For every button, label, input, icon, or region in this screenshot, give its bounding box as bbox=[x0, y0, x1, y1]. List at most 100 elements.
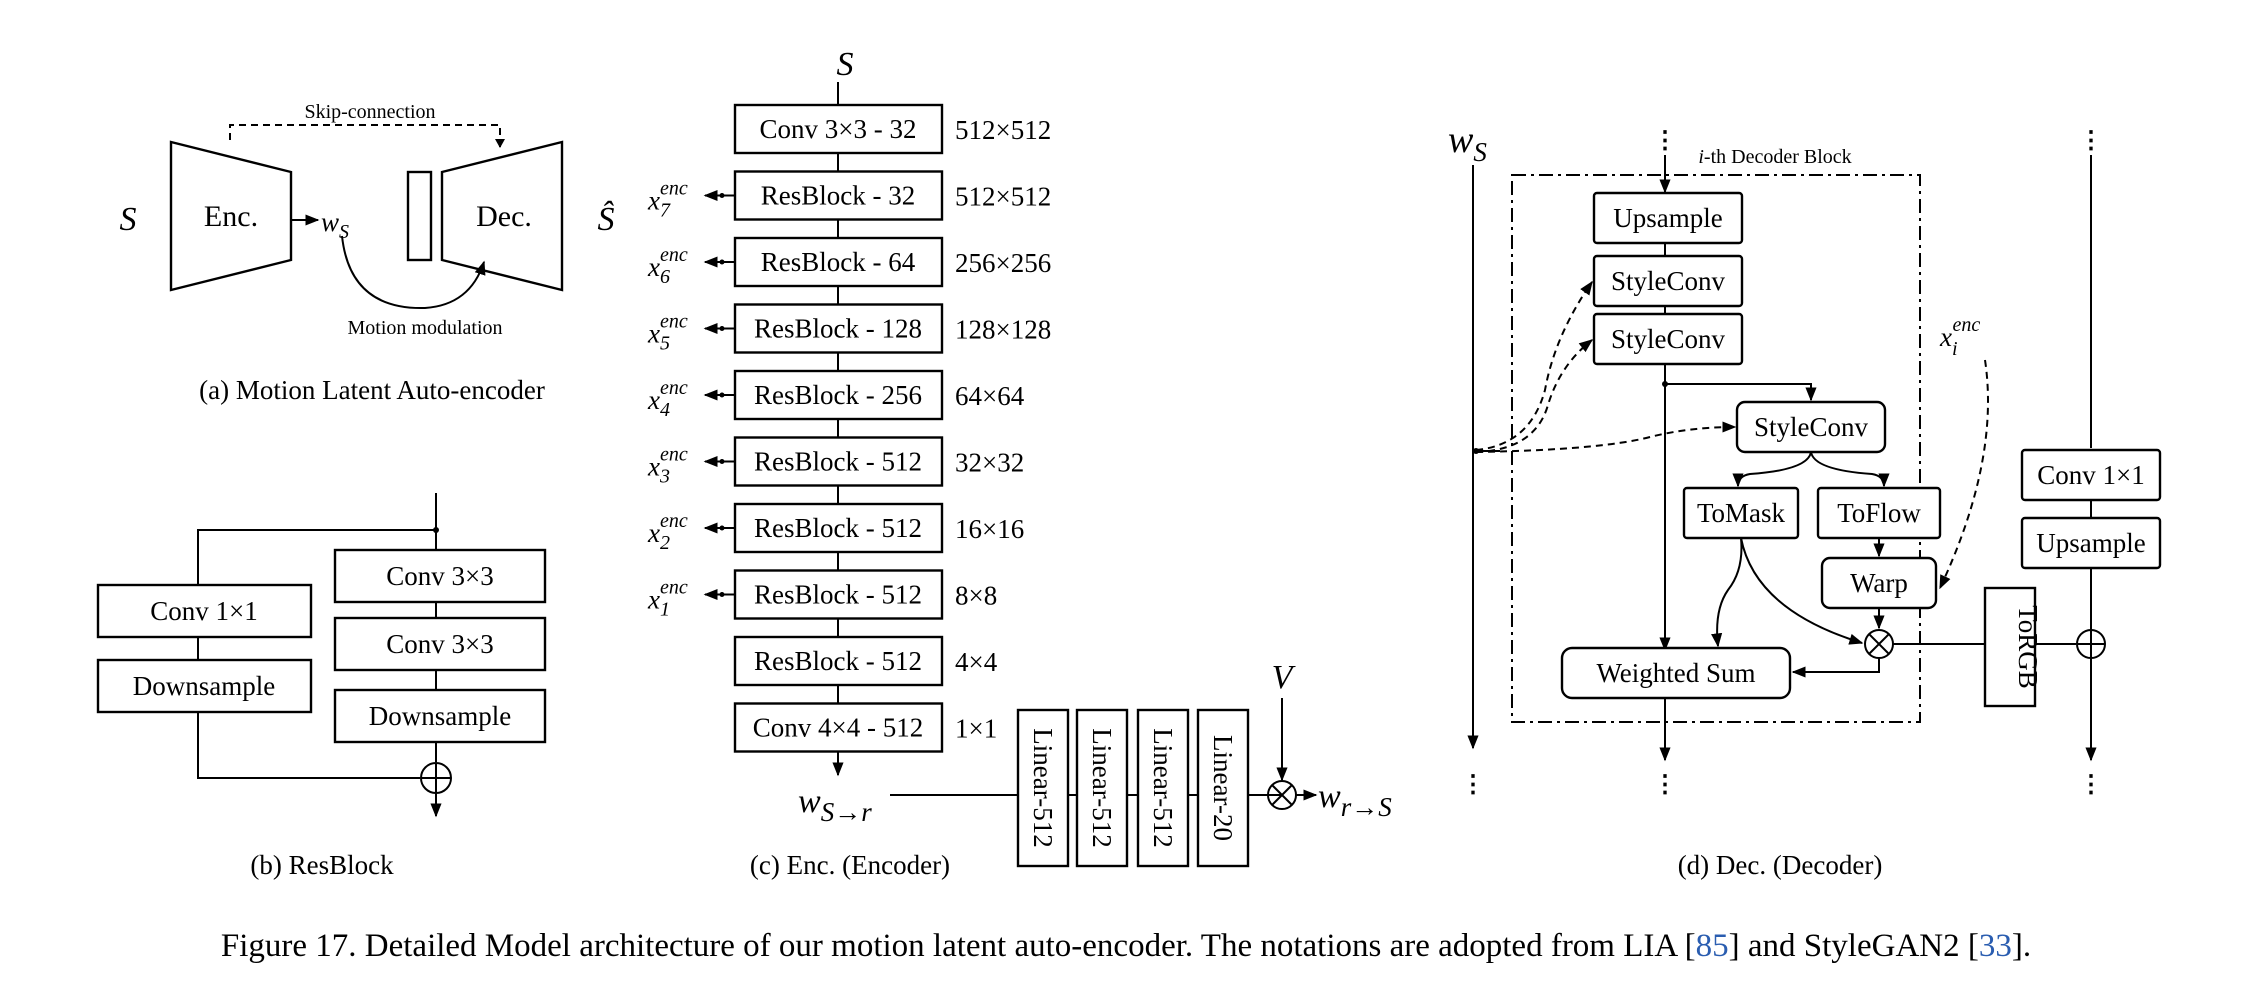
linear-layer-label: Linear-512 bbox=[1087, 728, 1117, 847]
linear-layer-box bbox=[1075, 708, 1129, 868]
encoder-block-label: ResBlock - 32 bbox=[761, 181, 916, 211]
to-tomask bbox=[1732, 451, 1812, 488]
decoder-block-frame bbox=[1511, 174, 1921, 723]
encoder-block-label: ResBlock - 64 bbox=[761, 247, 916, 277]
upsample-right-label: Upsample bbox=[2036, 528, 2145, 558]
decoder-trapezoid bbox=[440, 140, 564, 292]
encoder-block-box bbox=[733, 436, 944, 487]
weighted-sum-box bbox=[1560, 646, 1792, 700]
to-styleconv-3 bbox=[1665, 383, 1817, 402]
conv1x1-box bbox=[96, 583, 313, 639]
mask-to-weighted-sum bbox=[1711, 537, 1743, 648]
upsample-box bbox=[1592, 191, 1744, 245]
panel-d: wS ⋮ i-th Decoder Block ⋮ Upsample Style… bbox=[1448, 119, 2162, 880]
enc-label: Enc. bbox=[204, 200, 258, 233]
ws-to-styleconv-3 bbox=[1475, 421, 1737, 453]
torgb-label: ToRGB bbox=[2013, 605, 2043, 689]
encoder-block-label: ResBlock - 512 bbox=[754, 513, 922, 543]
v-label: V bbox=[1272, 659, 1297, 696]
mul-x2 bbox=[1271, 784, 1293, 806]
encoder-size-label: 128×128 bbox=[955, 315, 1051, 345]
downsample-left-label: Downsample bbox=[133, 671, 275, 701]
encoder-block-label: ResBlock - 512 bbox=[754, 447, 922, 477]
encoder-size-label: 256×256 bbox=[955, 248, 1051, 278]
encoder-block-box bbox=[733, 369, 944, 421]
w-r-to-s: wr→S bbox=[1318, 778, 1392, 822]
panel-d-caption: (d) Dec. (Decoder) bbox=[1678, 850, 1883, 880]
downsample-left-box bbox=[96, 658, 313, 714]
output-s-hat: Ŝ bbox=[598, 200, 615, 238]
encoder-size-label: 1×1 bbox=[955, 714, 997, 744]
caption-ref-stylegan2[interactable]: 33 bbox=[1978, 928, 2012, 964]
torgb-box bbox=[1983, 586, 2037, 708]
shortcut-line bbox=[197, 529, 436, 585]
feature-label: x4enc bbox=[647, 377, 688, 421]
styleconv-3-label: StyleConv bbox=[1754, 412, 1869, 442]
styleconv-1-label: StyleConv bbox=[1611, 266, 1726, 296]
motion-code-bar bbox=[406, 170, 433, 262]
panel-c-caption: (c) Enc. (Encoder) bbox=[750, 850, 950, 880]
top-ellipsis: ⋮ bbox=[1653, 128, 1677, 154]
styleconv-2-label: StyleConv bbox=[1611, 324, 1726, 354]
ws-input: wS bbox=[1448, 119, 1487, 167]
input-s: S bbox=[120, 201, 137, 238]
motion-modulation-arrow bbox=[341, 235, 486, 310]
encoder-size-label: 512×512 bbox=[955, 115, 1051, 145]
skip-arrowhead bbox=[495, 139, 505, 148]
encoder-size-label: 4×4 bbox=[955, 647, 998, 677]
linear-layer-label: Linear-512 bbox=[1148, 728, 1178, 847]
feature-label: x6enc bbox=[647, 244, 688, 288]
encoder-block-label: ResBlock - 256 bbox=[754, 380, 922, 410]
conv3x3-b-box bbox=[333, 616, 547, 672]
conv3x3-a-box bbox=[333, 548, 547, 604]
ws-to-styleconv-1 bbox=[1475, 280, 1593, 451]
right-bottom-ellipsis: ⋮ bbox=[2079, 772, 2103, 798]
encoder-size-label: 512×512 bbox=[955, 182, 1051, 212]
encoder-block-box bbox=[733, 303, 944, 354]
shortcut-merge-line bbox=[197, 712, 420, 779]
linear-layer-box bbox=[1196, 708, 1250, 868]
toflow-label: ToFlow bbox=[1837, 498, 1921, 528]
mask-to-mult bbox=[1740, 537, 1864, 645]
encoder-block-box bbox=[733, 236, 944, 288]
feature-label: x5enc bbox=[647, 311, 688, 355]
styleconv-2-box bbox=[1592, 312, 1744, 366]
feature-label: x1enc bbox=[647, 577, 688, 621]
tomask-label: ToMask bbox=[1697, 498, 1786, 528]
panel-b: Conv 1×1 Downsample Conv 3×3 Conv 3×3 Do… bbox=[96, 493, 547, 880]
encoder-size-label: 8×8 bbox=[955, 581, 997, 611]
w-s-to-r: wS→r bbox=[798, 783, 872, 827]
downsample-right-label: Downsample bbox=[369, 701, 511, 731]
xi-to-warp bbox=[1939, 359, 1989, 590]
panel-a-caption: (a) Motion Latent Auto-encoder bbox=[199, 375, 545, 405]
caption-text-3: ]. bbox=[2011, 928, 2032, 964]
upsample-label: Upsample bbox=[1613, 203, 1722, 233]
conv3x3-a-label: Conv 3×3 bbox=[386, 561, 494, 591]
weighted-sum-label: Weighted Sum bbox=[1596, 658, 1755, 688]
encoder-input-s: S bbox=[837, 46, 854, 83]
encoder-block-label: ResBlock - 128 bbox=[754, 314, 922, 344]
encoder-block-box bbox=[733, 103, 944, 155]
caption-text-1: Figure 17. Detailed Model architecture o… bbox=[220, 928, 1696, 964]
xi-enc-label: xienc bbox=[1939, 314, 1980, 360]
encoder-size-label: 64×64 bbox=[955, 381, 1025, 411]
linear-layer-label: Linear-512 bbox=[1028, 728, 1058, 847]
conv3x3-b-label: Conv 3×3 bbox=[386, 629, 494, 659]
to-toflow bbox=[1810, 451, 1890, 488]
figure-caption: Figure 17. Detailed Model architecture o… bbox=[0, 928, 2252, 965]
encoder-block-label: ResBlock - 512 bbox=[754, 580, 922, 610]
encoder-block-label: ResBlock - 512 bbox=[754, 646, 922, 676]
encoder-block-label: Conv 4×4 - 512 bbox=[753, 713, 923, 743]
caption-ref-lia[interactable]: 85 bbox=[1695, 928, 1729, 964]
dec-label: Dec. bbox=[476, 200, 532, 233]
skip-connection-line bbox=[229, 124, 501, 148]
right-top-ellipsis: ⋮ bbox=[2079, 128, 2103, 154]
styleconv-1-box bbox=[1592, 254, 1744, 308]
linear-layer-box bbox=[1016, 708, 1070, 868]
warp-label: Warp bbox=[1850, 568, 1908, 598]
feature-label: x7enc bbox=[647, 178, 688, 222]
